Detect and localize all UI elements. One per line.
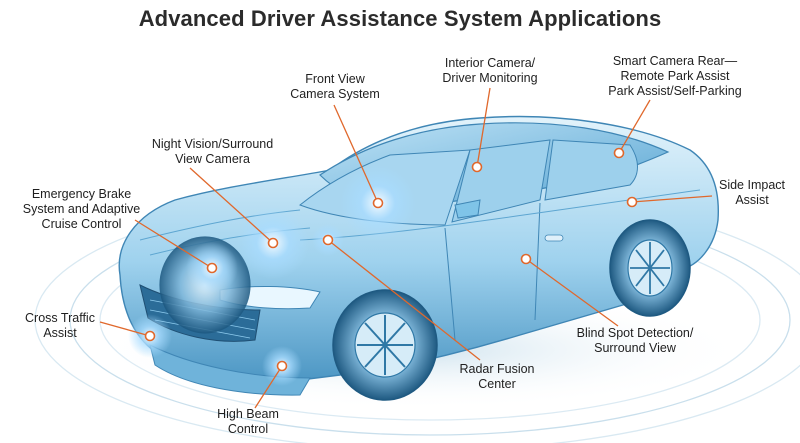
marker-interior-camera bbox=[471, 161, 483, 173]
label-front-view: Front View Camera System bbox=[290, 72, 380, 101]
marker-smart-camera-rear bbox=[613, 147, 625, 159]
label-night-vision: Night Vision/Surround View Camera bbox=[151, 137, 274, 166]
marker-night-vision bbox=[267, 237, 279, 249]
marker-cross-traffic bbox=[144, 330, 156, 342]
label-radar-fusion: Radar Fusion Center bbox=[459, 362, 535, 391]
callout-lines bbox=[99, 87, 713, 409]
marker-radar-fusion bbox=[322, 234, 334, 246]
label-side-impact: Side Impact Assist bbox=[718, 178, 785, 207]
marker-high-beam bbox=[276, 360, 288, 372]
marker-front-view bbox=[372, 197, 384, 209]
marker-side-impact bbox=[626, 196, 638, 208]
diagram-title: Advanced Driver Assistance System Applic… bbox=[138, 6, 662, 31]
marker-blind-spot bbox=[520, 253, 532, 265]
label-interior-camera: Interior Camera/ Driver Monitoring bbox=[442, 56, 538, 85]
marker-emergency-brake bbox=[206, 262, 218, 274]
label-cross-traffic: Cross Traffic Assist bbox=[25, 311, 95, 340]
label-emergency-brake: Emergency Brake System and Adaptive Crui… bbox=[22, 187, 141, 231]
label-high-beam: High Beam Control bbox=[217, 407, 279, 436]
label-smart-camera-rear: Smart Camera Rear— Remote Park Assist Pa… bbox=[608, 54, 742, 98]
label-blind-spot: Blind Spot Detection/ Surround View bbox=[576, 326, 694, 355]
callout-markers bbox=[144, 147, 638, 372]
